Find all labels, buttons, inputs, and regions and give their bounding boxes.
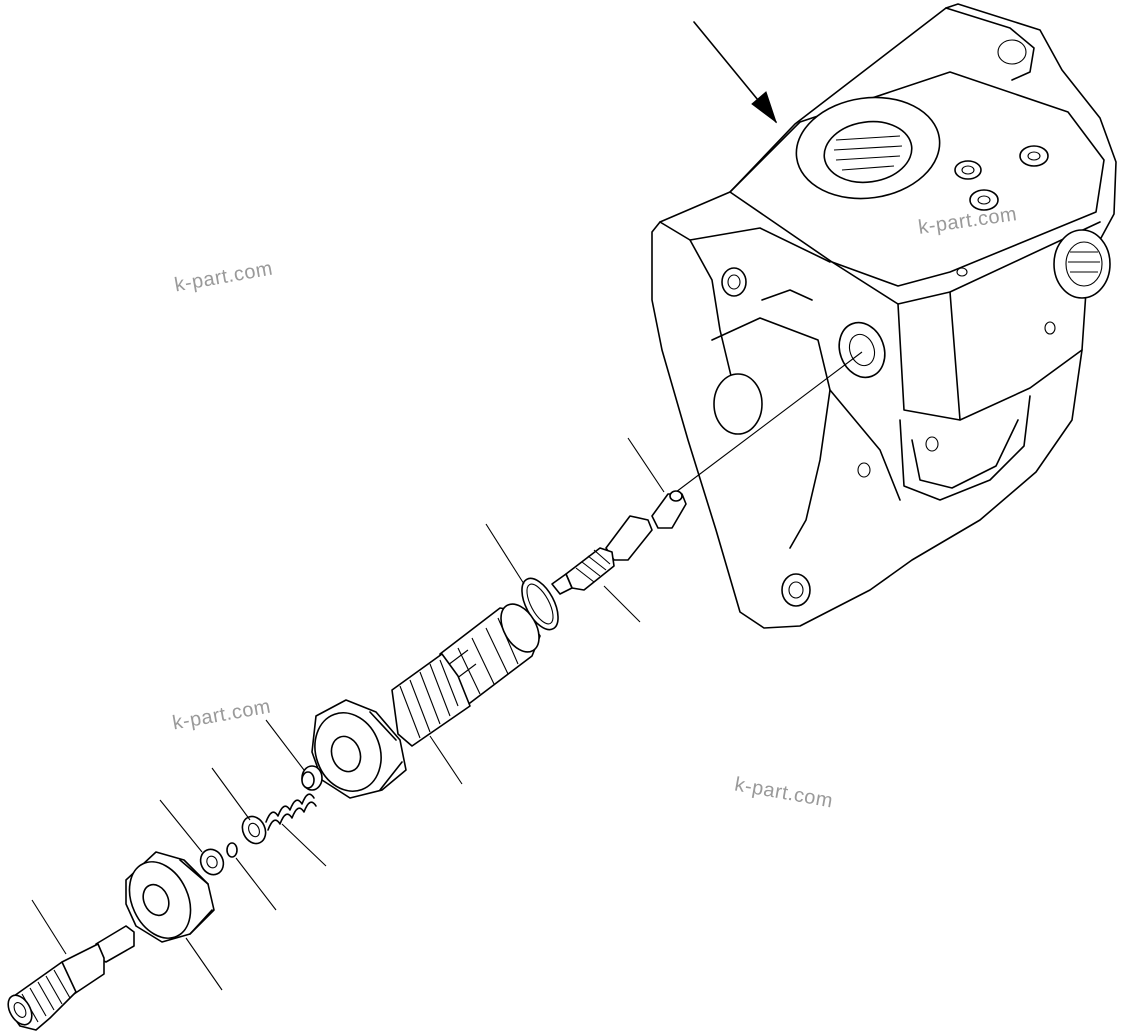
snap-ring-part bbox=[226, 842, 238, 858]
leader-line-7 bbox=[211, 767, 251, 821]
shim-part bbox=[199, 848, 225, 876]
spool-body-part bbox=[311, 603, 541, 799]
adjusting-screw-part bbox=[7, 925, 135, 1031]
leader-line-9 bbox=[159, 799, 203, 853]
washer-part bbox=[241, 815, 267, 845]
leader-line-1 bbox=[627, 437, 665, 493]
small-poppet-part bbox=[551, 490, 687, 595]
leader-line-8 bbox=[235, 857, 277, 911]
leader-line-10 bbox=[185, 937, 223, 991]
lock-nut-part bbox=[125, 851, 215, 943]
spring-seat-part bbox=[301, 765, 323, 791]
leader-line-2 bbox=[603, 585, 641, 623]
o-ring-part bbox=[521, 577, 559, 631]
spring-part bbox=[265, 793, 317, 831]
leader-line-11 bbox=[31, 899, 67, 955]
valve-housing bbox=[651, 3, 1117, 629]
assembly-axis-line bbox=[675, 351, 863, 493]
leader-line-6 bbox=[281, 823, 327, 867]
leader-line-5 bbox=[265, 719, 305, 771]
leader-line-3 bbox=[485, 523, 525, 585]
leader-line-4 bbox=[429, 735, 463, 785]
